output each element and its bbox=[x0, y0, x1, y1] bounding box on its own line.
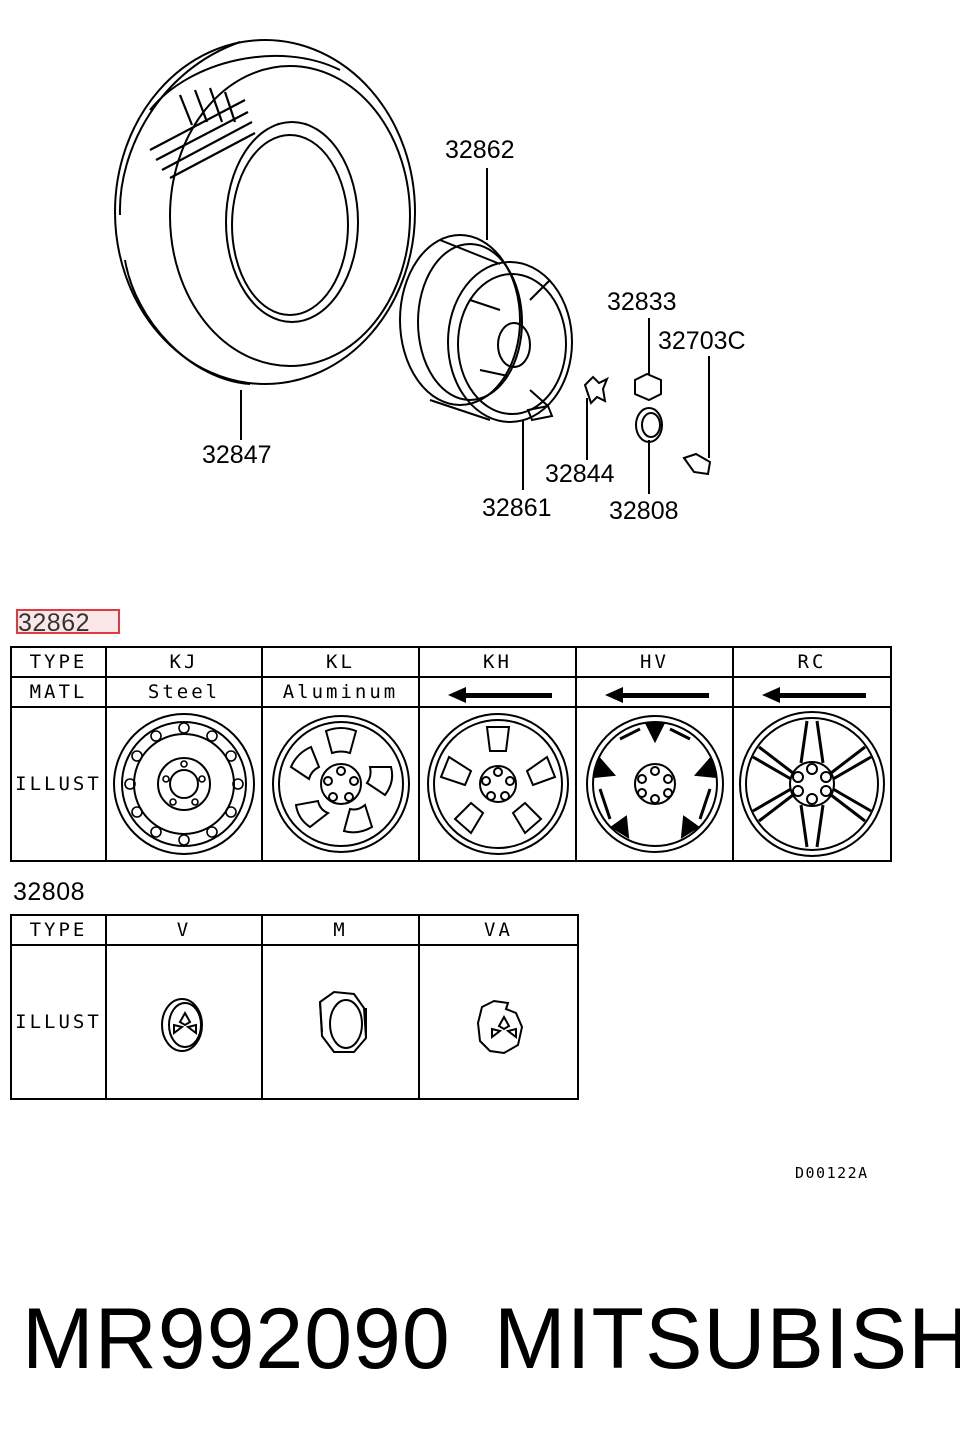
matl-header: MATL bbox=[10, 676, 107, 708]
wheel-illust-hv bbox=[575, 706, 734, 862]
leader-lines bbox=[240, 168, 710, 494]
cap-type-header: TYPE bbox=[10, 914, 107, 946]
cap-illust-m bbox=[261, 944, 420, 1100]
wheel-illust-kj bbox=[105, 706, 263, 862]
callout-32808: 32808 bbox=[609, 497, 679, 525]
material-hv bbox=[575, 676, 734, 708]
cap-type-m: M bbox=[261, 914, 420, 946]
cap-illust-v bbox=[105, 944, 263, 1100]
callout-32861: 32861 bbox=[482, 494, 552, 522]
material-kl: Aluminum bbox=[261, 676, 420, 708]
cap-illust-va bbox=[418, 944, 579, 1100]
callout-32847: 32847 bbox=[202, 441, 272, 469]
small-parts bbox=[526, 372, 712, 476]
wheel-illust-kh bbox=[418, 706, 577, 862]
tire-drawing bbox=[114, 39, 416, 385]
cap-illust-header: ILLUST bbox=[10, 944, 107, 1100]
type-header: TYPE bbox=[10, 646, 107, 678]
exploded-parts-diagram: 32847 32862 32833 32703C 32844 32861 328… bbox=[114, 39, 746, 525]
left-arrow-icon bbox=[762, 687, 866, 703]
wheel-drawing bbox=[399, 234, 573, 423]
wheel-type-kh: KH bbox=[418, 646, 577, 678]
drawing-code: D00122A bbox=[795, 1164, 869, 1182]
cap-type-table: TYPE V M VA ILLUST bbox=[10, 914, 579, 1100]
wheel-type-table: TYPE KJ KL KH HV RC MATL Steel Aluminum … bbox=[10, 646, 892, 862]
wheel-section-label: 32862 bbox=[18, 609, 91, 637]
material-rc bbox=[732, 676, 892, 708]
left-arrow-icon bbox=[604, 687, 709, 703]
wheel-illust-kl bbox=[261, 706, 420, 862]
callout-32833: 32833 bbox=[607, 288, 677, 316]
material-kh bbox=[418, 676, 577, 708]
left-arrow-icon bbox=[447, 687, 552, 703]
illust-header: ILLUST bbox=[10, 706, 107, 862]
material-kj: Steel bbox=[105, 676, 263, 708]
part-number-title: MR992090 bbox=[22, 1291, 451, 1387]
wheel-illust-rc bbox=[732, 706, 892, 862]
callout-32844: 32844 bbox=[545, 460, 615, 488]
cap-type-v: V bbox=[105, 914, 263, 946]
callout-32862: 32862 bbox=[445, 136, 515, 164]
highlight-box bbox=[16, 609, 120, 634]
callout-32703c: 32703C bbox=[658, 327, 746, 355]
wheel-type-kj: KJ bbox=[105, 646, 263, 678]
cap-type-va: VA bbox=[418, 914, 579, 946]
brand-title: MITSUBISHI bbox=[494, 1291, 960, 1387]
wheel-type-rc: RC bbox=[732, 646, 892, 678]
wheel-type-hv: HV bbox=[575, 646, 734, 678]
cap-section-label: 32808 bbox=[13, 878, 86, 906]
wheel-type-kl: KL bbox=[261, 646, 420, 678]
